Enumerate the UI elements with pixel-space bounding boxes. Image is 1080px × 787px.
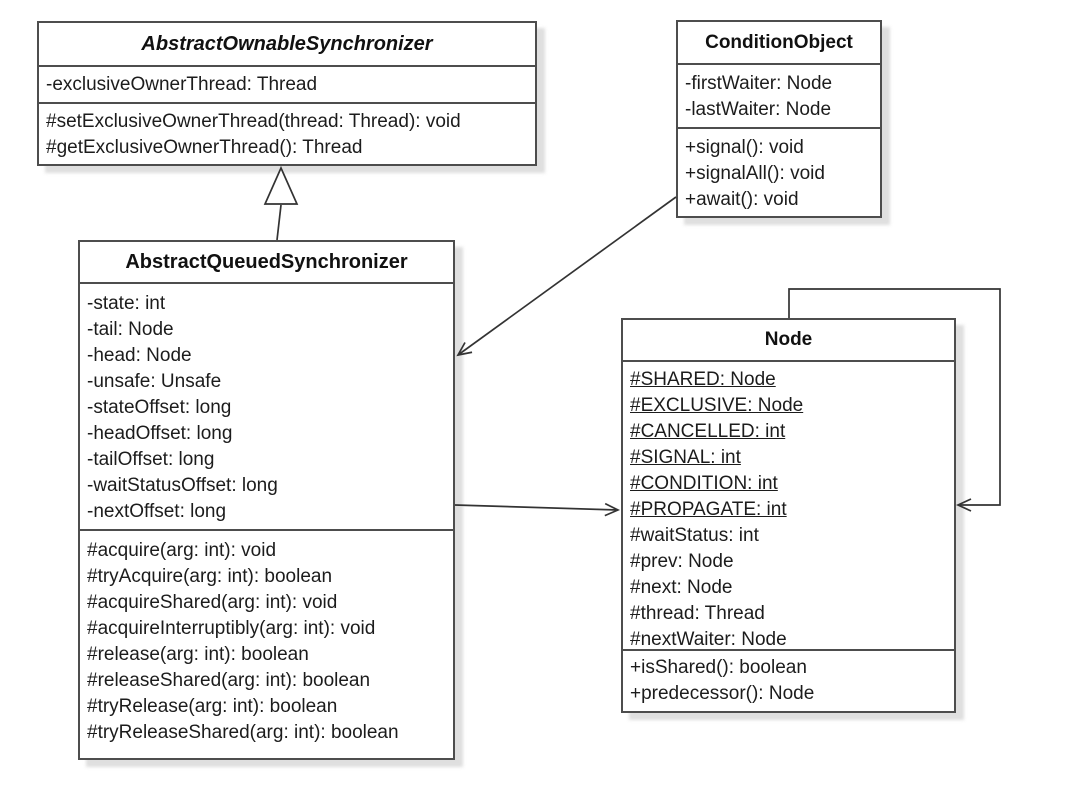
uml-method: #acquireInterruptibly(arg: int): void — [87, 618, 376, 639]
class-box-conditionobject[interactable]: ConditionObject -firstWaiter: Node -last… — [676, 20, 882, 218]
uml-method: #tryRelease(arg: int): boolean — [87, 696, 338, 717]
attributes-compartment: #SHARED: Node #EXCLUSIVE: Node #CANCELLE… — [623, 362, 954, 651]
uml-method: #release(arg: int): boolean — [87, 644, 309, 665]
uml-attribute: -state: int — [87, 293, 166, 314]
uml-method: #releaseShared(arg: int): boolean — [87, 670, 371, 691]
uml-method: +signalAll(): void — [685, 163, 825, 185]
uml-attribute: #thread: Thread — [630, 603, 765, 624]
uml-attribute: -tailOffset: long — [87, 449, 215, 470]
attributes-compartment: -firstWaiter: Node -lastWaiter: Node — [678, 65, 880, 130]
uml-static-attribute: #PROPAGATE: int — [630, 499, 787, 520]
uml-attribute: -unsafe: Unsafe — [87, 371, 222, 392]
uml-method: #getExclusiveOwnerThread(): Thread — [46, 137, 363, 158]
attributes-compartment: -exclusiveOwnerThread: Thread — [39, 67, 535, 104]
class-box-node[interactable]: Node #SHARED: Node #EXCLUSIVE: Node #CAN… — [621, 318, 956, 713]
generalization-arrow-aqs-to-aos — [263, 165, 299, 241]
uml-static-attribute: #EXCLUSIVE: Node — [630, 395, 804, 416]
uml-attribute: #next: Node — [630, 577, 733, 598]
class-title-abstractqueuedsynchronizer: AbstractQueuedSynchronizer — [80, 242, 453, 284]
uml-static-attribute: #SHARED: Node — [630, 369, 776, 390]
uml-static-attribute: #CANCELLED: int — [630, 421, 786, 442]
uml-attribute: #prev: Node — [630, 551, 734, 572]
class-title-conditionobject: ConditionObject — [678, 22, 880, 65]
uml-attribute: -head: Node — [87, 345, 192, 366]
uml-attribute: #waitStatus: int — [630, 525, 759, 546]
attributes-compartment: -state: int -tail: Node -head: Node -uns… — [80, 284, 453, 531]
class-title-node: Node — [623, 320, 954, 362]
uml-attribute: -exclusiveOwnerThread: Thread — [46, 74, 318, 95]
uml-attribute: -stateOffset: long — [87, 397, 232, 418]
uml-attribute: -lastWaiter: Node — [685, 99, 832, 120]
uml-method: +await(): void — [685, 189, 799, 211]
class-box-abstractqueuedsynchronizer[interactable]: AbstractQueuedSynchronizer -state: int -… — [78, 240, 455, 760]
uml-attribute: -nextOffset: long — [87, 501, 227, 522]
uml-static-attribute: #CONDITION: int — [630, 473, 778, 494]
uml-attribute: -tail: Node — [87, 319, 174, 340]
uml-method: #tryReleaseShared(arg: int): boolean — [87, 722, 399, 743]
methods-compartment: +isShared(): boolean +predecessor(): Nod… — [623, 651, 954, 711]
uml-method: #tryAcquire(arg: int): boolean — [87, 566, 333, 587]
class-title-abstractownablesynchronizer: AbstractOwnableSynchronizer — [39, 23, 535, 67]
uml-attribute: -headOffset: long — [87, 423, 233, 444]
uml-method: #acquireShared(arg: int): void — [87, 592, 338, 613]
uml-static-attribute: #SIGNAL: int — [630, 447, 741, 468]
methods-compartment: +signal(): void +signalAll(): void +awai… — [678, 129, 880, 216]
uml-method: #acquire(arg: int): void — [87, 540, 277, 561]
methods-compartment: #setExclusiveOwnerThread(thread: Thread)… — [39, 104, 535, 164]
uml-method: +signal(): void — [685, 137, 804, 159]
uml-method: #setExclusiveOwnerThread(thread: Thread)… — [46, 111, 461, 132]
association-arrow-aqs-to-node — [454, 502, 621, 517]
methods-compartment: #acquire(arg: int): void #tryAcquire(arg… — [80, 531, 453, 758]
uml-method: +isShared(): boolean — [630, 656, 807, 678]
uml-method: +predecessor(): Node — [630, 682, 815, 704]
uml-attribute: -firstWaiter: Node — [685, 73, 833, 94]
class-box-abstractownablesynchronizer[interactable]: AbstractOwnableSynchronizer -exclusiveOw… — [37, 21, 537, 166]
uml-attribute: #nextWaiter: Node — [630, 629, 787, 650]
uml-attribute: -waitStatusOffset: long — [87, 475, 278, 496]
